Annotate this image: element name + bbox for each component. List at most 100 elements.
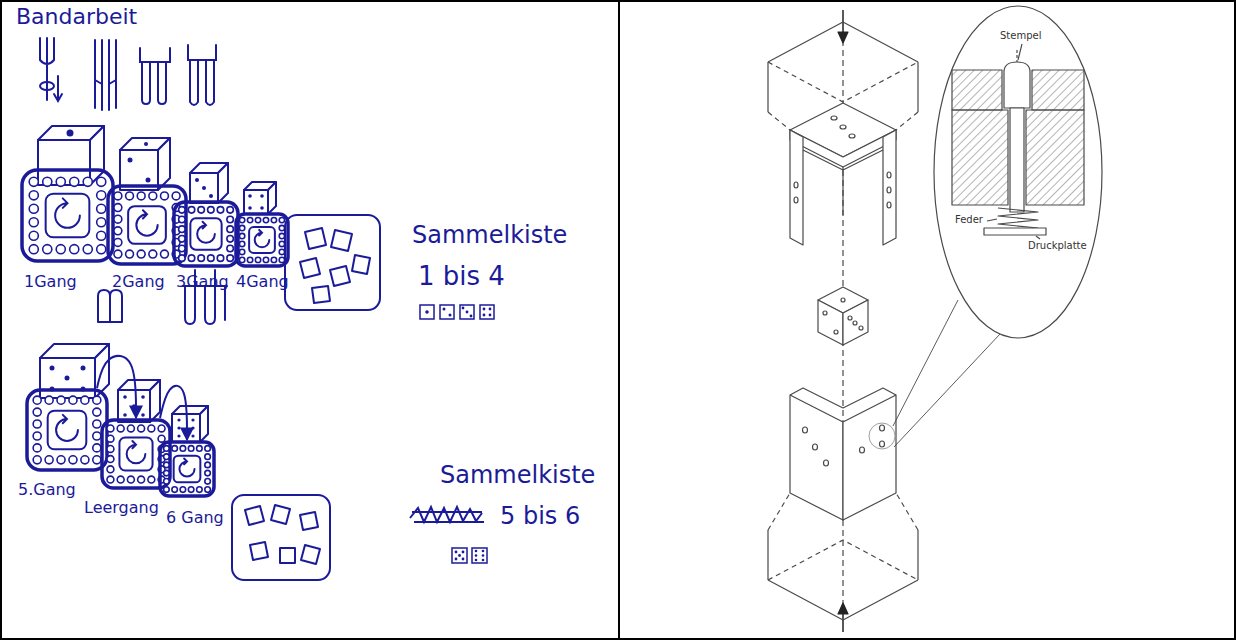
station-outline: [27, 390, 107, 470]
pip: [191, 418, 194, 421]
pip: [128, 158, 133, 163]
roller: [93, 444, 101, 452]
leader-line: [1018, 44, 1022, 60]
cube-face: [172, 414, 200, 442]
hole: [824, 460, 829, 466]
station-label: Leergang: [84, 498, 159, 517]
pip: [859, 326, 863, 330]
station-symbol: [158, 440, 216, 498]
pressure-plate: [984, 228, 1046, 235]
force-arrowhead: [838, 32, 848, 43]
roller: [107, 435, 114, 442]
collected-part: [352, 255, 370, 274]
roller: [198, 207, 205, 214]
pip: [260, 206, 264, 210]
pip: [489, 308, 492, 311]
dice-pips: [425, 307, 491, 562]
roller: [271, 257, 276, 262]
station-inner: [46, 194, 90, 238]
roller: [227, 255, 234, 262]
roller: [179, 245, 186, 252]
collected-part: [312, 286, 330, 303]
roller: [197, 487, 203, 493]
rotation-arrow: [55, 198, 80, 227]
pip: [177, 434, 180, 437]
press-plane: [768, 530, 918, 580]
station-inner: [190, 218, 221, 249]
roller: [117, 425, 124, 432]
pip: [132, 404, 136, 408]
roller: [217, 207, 224, 214]
rotation-arrow: [56, 415, 78, 441]
roller: [188, 207, 195, 214]
roller: [279, 233, 284, 238]
flow-arrow: [97, 356, 136, 418]
roller: [107, 456, 114, 463]
drill: [40, 38, 54, 100]
lower-die-wall: [843, 395, 896, 520]
roller: [93, 456, 101, 464]
roller: [83, 177, 92, 186]
pip: [144, 142, 148, 146]
station-outline: [174, 202, 238, 266]
roller: [179, 207, 186, 214]
pip: [146, 178, 151, 183]
upper-die-top: [790, 103, 896, 157]
roller: [93, 432, 101, 440]
roller: [97, 204, 106, 213]
label-text: Druckplatte: [1028, 240, 1087, 252]
axis-line: [1016, 50, 1017, 62]
roller: [69, 456, 77, 464]
roller: [279, 225, 284, 230]
label-text: Stempel: [1000, 30, 1041, 42]
roller: [205, 487, 211, 493]
collected-part: [280, 548, 295, 563]
pip: [177, 418, 180, 421]
station-label: 4Gang: [236, 272, 289, 291]
roller: [247, 257, 252, 262]
pip: [853, 321, 857, 325]
station-outline: [22, 170, 113, 261]
roller: [148, 476, 155, 483]
hole: [887, 202, 891, 208]
hole: [794, 182, 798, 188]
roller: [56, 177, 65, 186]
die-block: [1026, 110, 1084, 205]
roller: [117, 476, 124, 483]
roller: [279, 249, 284, 254]
pip: [458, 554, 461, 557]
roller: [69, 396, 77, 404]
roller: [179, 216, 186, 223]
station-label: 2Gang: [112, 272, 165, 291]
roller: [70, 177, 79, 186]
roller: [97, 245, 106, 254]
roller: [114, 215, 122, 223]
roller: [57, 456, 65, 464]
roller: [33, 432, 41, 440]
roller: [172, 487, 178, 493]
pip: [455, 558, 458, 561]
force-arrow: [842, 612, 844, 632]
die-assembly-drawing: [768, 6, 1102, 632]
roller: [149, 250, 157, 258]
pip: [177, 426, 180, 429]
hole: [794, 197, 798, 203]
roller: [114, 227, 122, 235]
roller: [179, 236, 186, 243]
roller: [138, 425, 145, 432]
roller: [114, 204, 122, 212]
lower-die-edge: [790, 388, 896, 408]
pip: [482, 550, 485, 553]
punch-shaft: [1010, 108, 1024, 212]
hole: [880, 441, 885, 447]
roller: [227, 236, 234, 243]
pip: [191, 434, 194, 437]
roller: [33, 444, 41, 452]
leader-line: [1036, 236, 1040, 239]
roller: [164, 479, 170, 485]
die-block: [952, 110, 1008, 205]
roller: [205, 446, 211, 452]
die: [460, 305, 474, 319]
roller: [107, 425, 114, 432]
